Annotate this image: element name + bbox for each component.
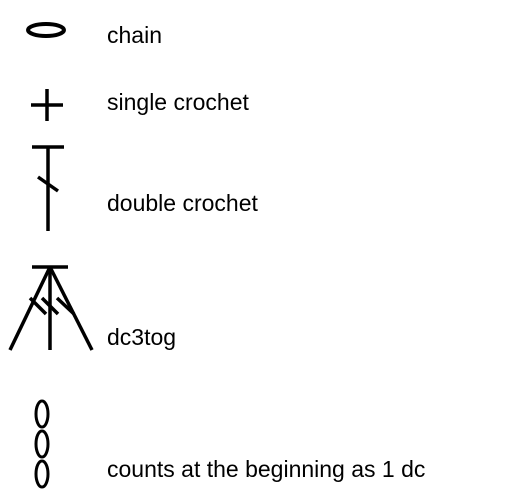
- legend-label-chain: chain: [107, 22, 162, 48]
- double-crochet-icon: [32, 145, 64, 231]
- legend-label-counts-as-dc: counts at the beginning as 1 dc: [107, 456, 426, 482]
- chain-icon: [26, 22, 66, 38]
- stacked-chains-icon: [34, 399, 50, 489]
- legend-label-dc3tog: dc3tog: [107, 324, 177, 350]
- single-crochet-icon: [31, 89, 63, 121]
- dc3tog-icon: [8, 265, 94, 351]
- legend-label-single-crochet: single crochet: [107, 89, 249, 115]
- legend-label-double-crochet: double crochet: [107, 190, 258, 216]
